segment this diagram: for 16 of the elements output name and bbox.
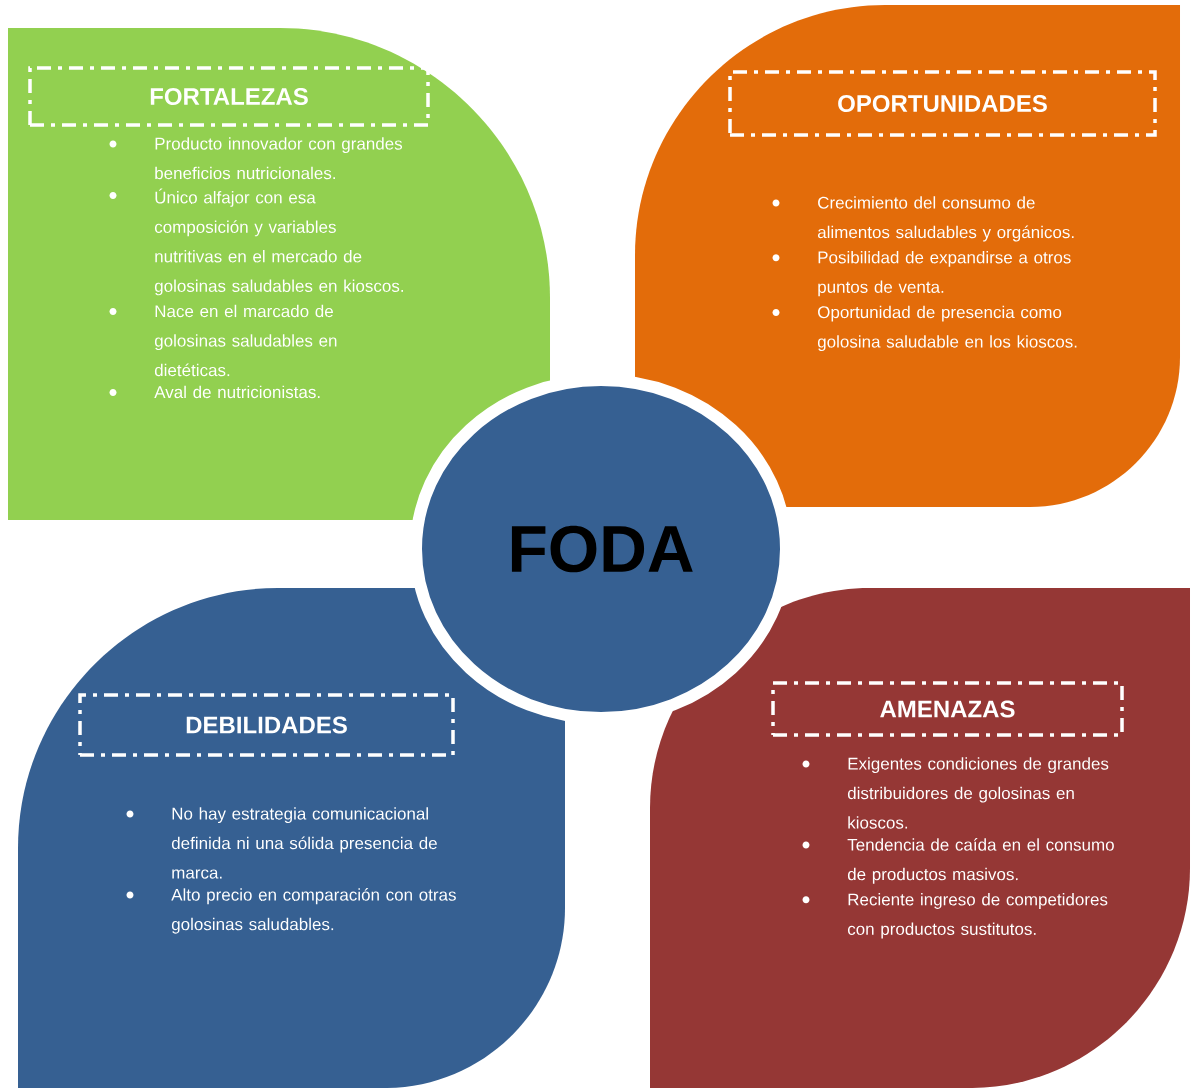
bullet-item: Producto innovador con grandes beneficios nutricionales. bbox=[109, 137, 403, 180]
bullet-item: Exigentes condiciones de grandes distribuidores de golosinas en kioscos. bbox=[802, 757, 1109, 829]
heading-box: DEBILIDADES bbox=[78, 693, 455, 757]
bullet-item: Oportunidad de presencia como golosina saludable en los kioscos. bbox=[772, 305, 1077, 352]
bullet-item: No hay estrategia comunicacional definida ni una sólida presencia de marca. bbox=[126, 807, 437, 879]
bullet-item: Alto precio en comparación con otras golosinas saludables. bbox=[126, 888, 456, 934]
bullet-item: Posibilidad de expandirse a otros puntos de venta. bbox=[772, 250, 1071, 297]
heading-box: FORTALEZAS bbox=[28, 66, 430, 127]
heading-box: AMENAZAS bbox=[771, 681, 1124, 737]
bullet-item: Crecimiento del consumo de alimentos saludables y orgánicos. bbox=[772, 196, 1074, 242]
bullet-item: Aval de nutricionistas. bbox=[109, 385, 320, 399]
bullet-item: Único alfajor con esa composición y variables nutritivas en el mercado de golosinas saludables en kioscos. bbox=[109, 188, 403, 296]
bullet-item: Tendencia de caída en el consumo de productos masivos. bbox=[802, 838, 1114, 884]
heading-box: OPORTUNIDADES bbox=[728, 70, 1157, 137]
bullet-item: Nace en el marcado de golosinas saludables en dietéticas. bbox=[109, 304, 337, 377]
bullet-item: Reciente ingreso de competidores con productos sustitutos. bbox=[802, 893, 1108, 939]
